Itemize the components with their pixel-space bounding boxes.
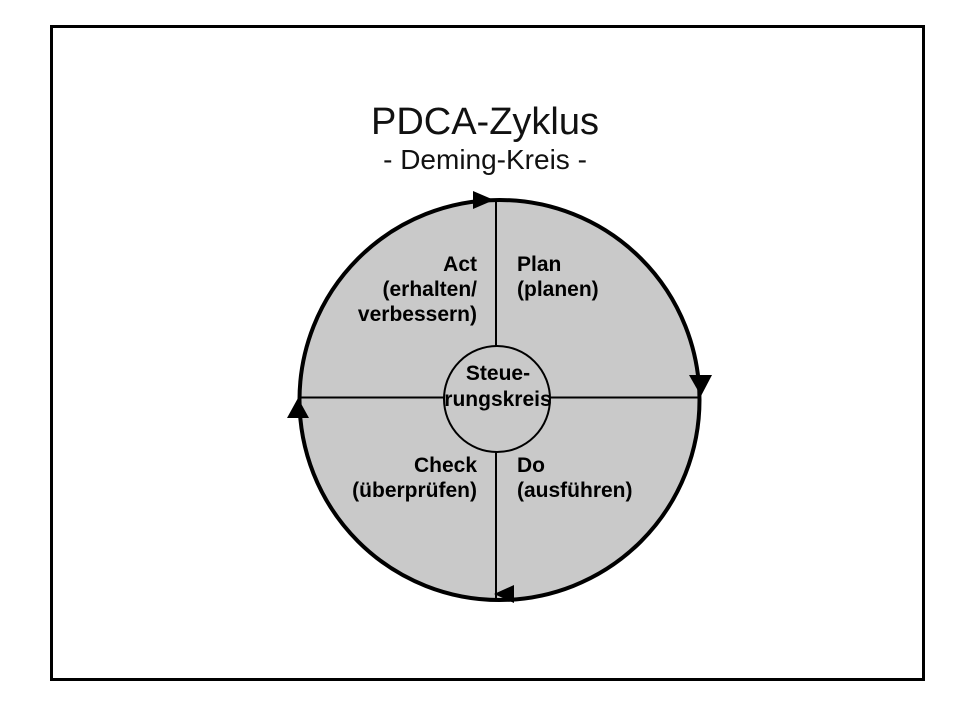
center-circle-label: Steue- rungskreis [397,361,599,413]
slide-title: PDCA-Zyklus [370,101,600,143]
quadrant-do-title: Do [517,454,545,477]
title-block: PDCA-Zyklus - Deming-Kreis - [285,100,685,176]
quadrant-act-line1: (erhalten/ [382,278,477,301]
quadrant-label-do: Do (ausführen) [517,453,633,503]
slide-subtitle: - Deming-Kreis - [383,144,587,175]
quadrant-do-line1: (ausführen) [517,479,633,502]
quadrant-plan-line1: (planen) [517,278,599,301]
quadrant-check-title: Check [413,454,477,477]
quadrant-act-title: Act [443,253,477,276]
arrow-bottom-clockwise-icon [494,585,514,603]
quadrant-act-line2: verbessern) [357,303,477,326]
quadrant-label-act: Act (erhalten/ verbessern) [358,252,477,327]
center-label-line2: rungskreis [444,388,552,411]
arrow-right-clockwise-icon [689,375,712,396]
quadrant-check-line1: (überprüfen) [352,479,477,502]
quadrant-plan-title: Plan [517,253,562,276]
center-circle [443,345,551,453]
quadrant-label-plan: Plan (planen) [517,252,599,302]
arrow-top-clockwise-icon [473,191,494,209]
center-label-line1: Steue- [465,362,531,385]
arrow-left-clockwise-icon [287,398,309,418]
quadrant-label-check: Check (überprüfen) [352,453,477,503]
